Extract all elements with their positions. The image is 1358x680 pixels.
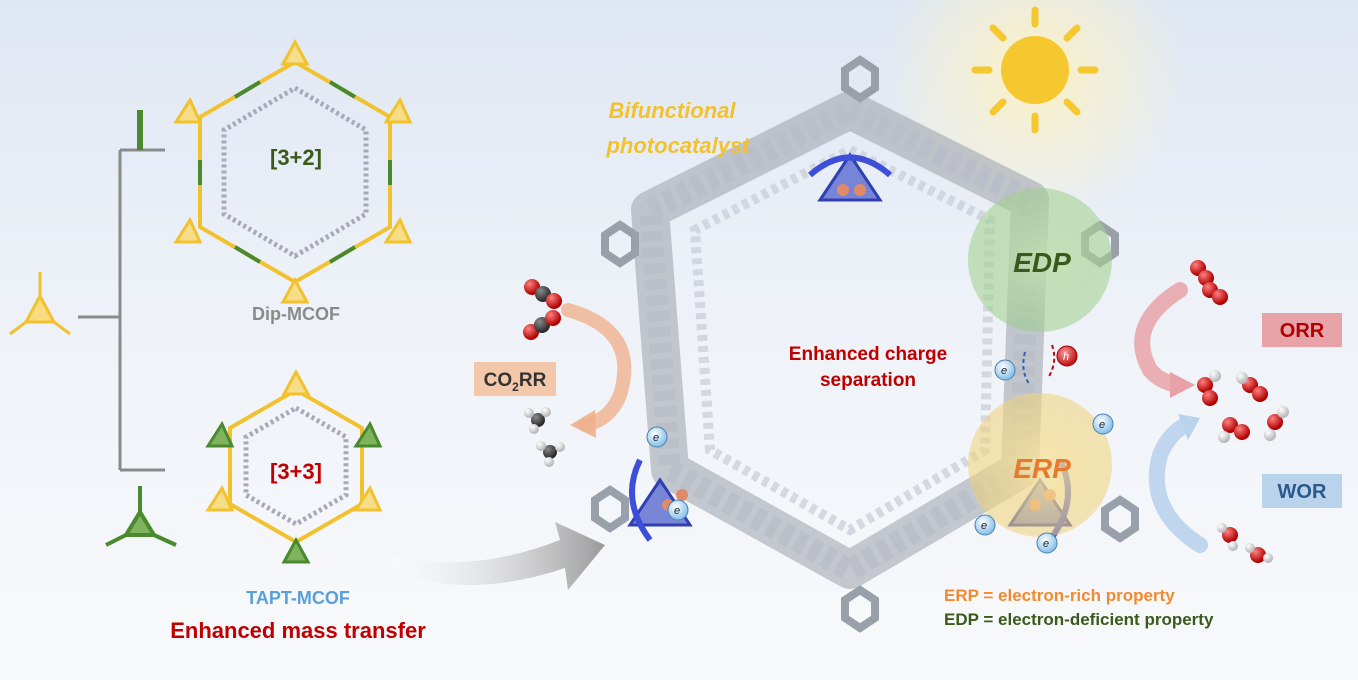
electron-icon: e: [667, 499, 689, 521]
svg-text:h: h: [1063, 351, 1069, 363]
electron-icon: e: [974, 514, 996, 536]
electron-icon: e: [1036, 532, 1058, 554]
legend-edp-definition: EDP = electron-deficient property: [944, 610, 1214, 629]
orr-cycle-arrow: [1134, 282, 1188, 393]
wor-cycle-arrow: [1148, 417, 1208, 553]
methane-molecule-icon: [536, 441, 565, 467]
methane-molecule-icon: [524, 407, 551, 434]
electron-icon: e: [1092, 413, 1114, 435]
co2rr-label-box: [474, 362, 556, 396]
water-molecule-icon: [1217, 523, 1273, 563]
orr-label: ORR: [1280, 320, 1325, 342]
svg-text:e: e: [1001, 365, 1007, 377]
transition-arrow: [392, 522, 605, 590]
svg-text:e: e: [653, 432, 659, 444]
hole-icon: h: [1056, 345, 1078, 367]
svg-text:e: e: [674, 505, 680, 517]
edp-label: EDP: [1013, 247, 1071, 278]
co2rr-label: CO2RR: [484, 370, 547, 394]
orr-label-box: [1262, 313, 1342, 347]
svg-text:e: e: [981, 520, 987, 532]
dip-mcof-framework: [173, 38, 413, 304]
electron-markers: e e e e e e: [646, 359, 1114, 554]
svg-text:e: e: [1099, 419, 1105, 431]
bottom-framework-name: TAPT-MCOF: [246, 588, 350, 608]
branch-connector: [78, 148, 165, 472]
hydrogen-peroxide-molecule-icon: [1197, 370, 1289, 443]
legend-erp-definition: ERP = electron-rich property: [944, 586, 1175, 605]
sun-icon: [971, 6, 1099, 134]
mass-transfer-caption: Enhanced mass transfer: [170, 618, 426, 643]
edp-region: [968, 188, 1112, 332]
photocatalyst-title-line1: Bifunctional: [608, 98, 736, 123]
erp-label: ERP: [1013, 453, 1071, 484]
electron-icon: e: [994, 359, 1016, 381]
wor-label: WOR: [1278, 481, 1327, 503]
bottom-framework-label: [3+3]: [270, 459, 322, 484]
charge-transfer-arrows: [1022, 344, 1056, 386]
photocatalyst-title-line2: photocatalyst: [605, 133, 751, 158]
svg-text:e: e: [1043, 538, 1049, 550]
tritopic-green-linker-icon: [105, 486, 177, 547]
tritopic-linker-icon: [9, 272, 71, 336]
top-framework-name: Dip-MCOF: [252, 304, 340, 324]
oxygen-molecule-icon: [1190, 260, 1228, 305]
pore-label-line1: Enhanced charge: [789, 344, 947, 365]
pore-label-line2: separation: [820, 370, 916, 391]
co2rr-cycle-arrow: [561, 303, 632, 432]
co2-molecule-icon: [524, 279, 562, 309]
erp-region: [968, 393, 1112, 537]
electron-icon: e: [646, 426, 668, 448]
top-framework-label: [3+2]: [270, 145, 322, 170]
wor-label-box: [1262, 474, 1342, 508]
co2-molecule-icon: [523, 310, 561, 340]
tapt-mcof-framework: [205, 368, 383, 564]
